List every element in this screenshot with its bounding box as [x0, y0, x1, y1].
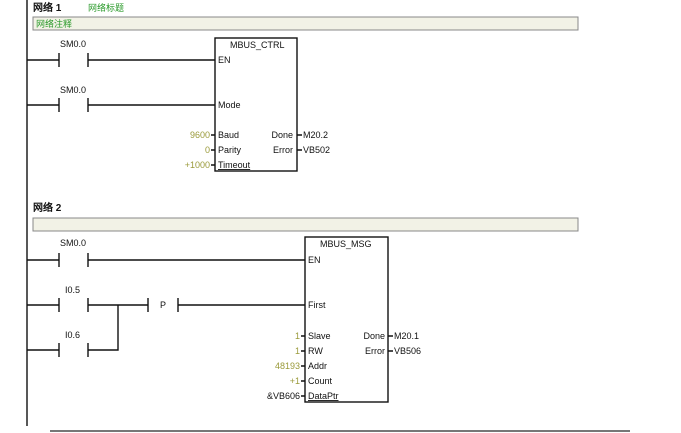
network-1[interactable]: 网络 1 网络标题 网络注释 SM0.0 SM0.0 MBUS_CTRL EN …: [27, 1, 579, 172]
pin-rw: RW: [308, 346, 323, 356]
contact-address: I0.5: [65, 285, 80, 295]
baud-value[interactable]: 9600: [190, 130, 210, 140]
pin-mode: Mode: [218, 100, 241, 110]
pin-addr: Addr: [308, 361, 327, 371]
contact-sm0-0[interactable]: SM0.0: [27, 238, 305, 267]
contact-label: P: [160, 300, 166, 310]
pin-slave: Slave: [308, 331, 331, 341]
contact-address: I0.6: [65, 330, 80, 340]
network-comment-bar[interactable]: [32, 217, 579, 232]
done-value[interactable]: M20.1: [394, 331, 419, 341]
pin-done: Done: [271, 130, 293, 140]
block-name: MBUS_CTRL: [230, 40, 285, 50]
contact-address: SM0.0: [60, 238, 86, 248]
contact-sm0-0[interactable]: SM0.0: [27, 85, 215, 112]
parity-value[interactable]: 0: [205, 145, 210, 155]
pin-baud: Baud: [218, 130, 239, 140]
pin-error: Error: [365, 346, 385, 356]
addr-value[interactable]: 48193: [275, 361, 300, 371]
network-2[interactable]: 网络 2 SM0.0 I0.5 I0.6 P MBUS_MSG EN First…: [27, 201, 579, 403]
count-value[interactable]: +1: [290, 376, 300, 386]
contact-address: SM0.0: [60, 85, 86, 95]
pin-en: EN: [308, 255, 321, 265]
network-comment: 网络注释: [36, 18, 72, 29]
contact-address: SM0.0: [60, 39, 86, 49]
network-label: 网络 1: [33, 1, 62, 14]
positive-edge-contact[interactable]: P: [147, 298, 305, 312]
pin-first: First: [308, 300, 326, 310]
pin-count: Count: [308, 376, 333, 386]
pin-timeout: Timeout: [218, 160, 251, 170]
contact-i0-5[interactable]: I0.5: [27, 285, 148, 312]
contact-i0-6[interactable]: I0.6: [27, 305, 119, 357]
pin-parity: Parity: [218, 145, 242, 155]
pin-dataptr: DataPtr: [308, 391, 339, 401]
slave-value[interactable]: 1: [295, 331, 300, 341]
error-value[interactable]: VB506: [394, 346, 421, 356]
network-label: 网络 2: [33, 201, 62, 214]
mbus-msg-block[interactable]: MBUS_MSG EN First Slave RW Addr Count Da…: [267, 236, 421, 403]
dataptr-value[interactable]: &VB606: [267, 391, 300, 401]
network-comment-bar[interactable]: [32, 16, 579, 31]
done-value[interactable]: M20.2: [303, 130, 328, 140]
error-value[interactable]: VB502: [303, 145, 330, 155]
rw-value[interactable]: 1: [295, 346, 300, 356]
contact-sm0-0[interactable]: SM0.0: [27, 39, 215, 67]
pin-en: EN: [218, 55, 231, 65]
network-title[interactable]: 网络标题: [88, 2, 124, 13]
block-name: MBUS_MSG: [320, 239, 372, 249]
pin-done: Done: [363, 331, 385, 341]
pin-error: Error: [273, 145, 293, 155]
mbus-ctrl-block[interactable]: MBUS_CTRL EN Mode Baud Parity Timeout 96…: [185, 37, 330, 172]
timeout-value[interactable]: +1000: [185, 160, 210, 170]
